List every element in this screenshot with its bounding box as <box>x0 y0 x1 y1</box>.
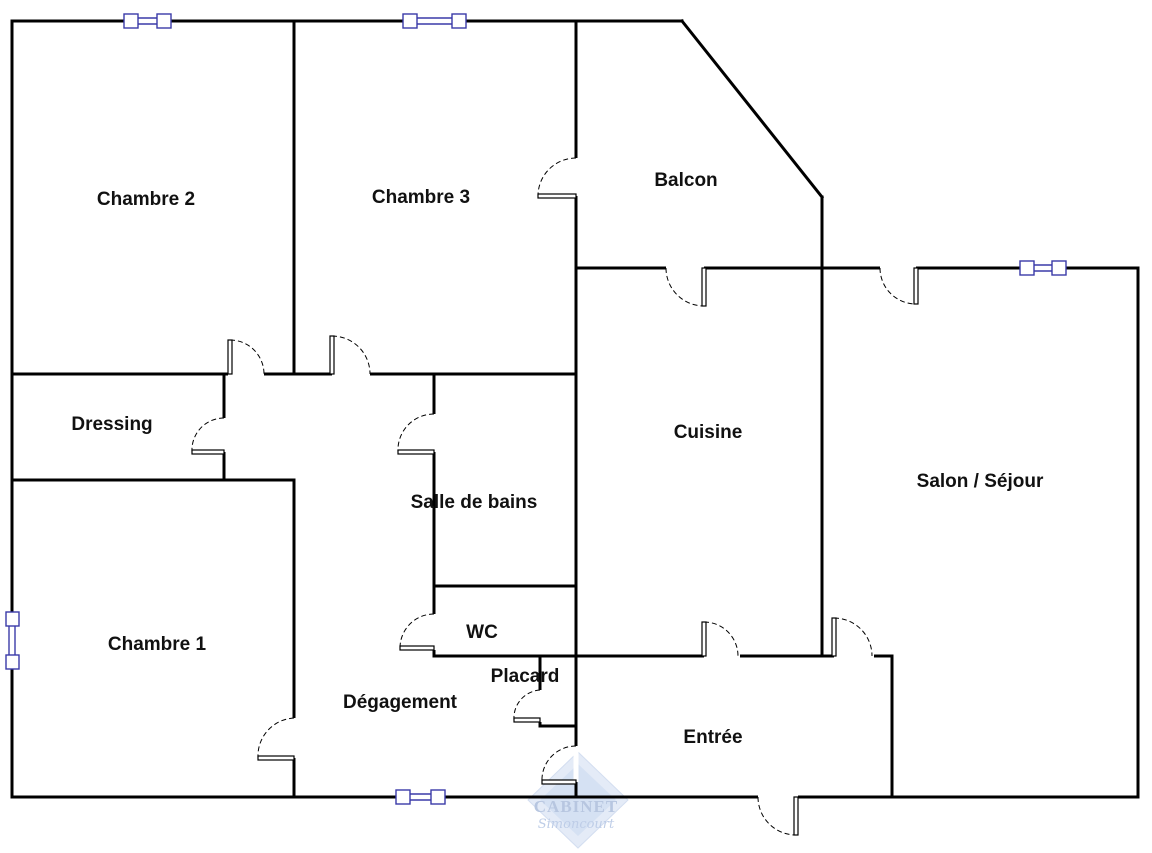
room-label-chambre3: Chambre 3 <box>372 187 470 208</box>
room-label-wc: WC <box>466 622 498 643</box>
watermark-brand: CABINET <box>534 797 618 816</box>
window-chambre3 <box>402 13 467 29</box>
room-label-cuisine: Cuisine <box>674 422 743 443</box>
door-salon <box>831 617 874 659</box>
room-label-placard: Placard <box>491 666 560 687</box>
door-placard <box>513 689 543 723</box>
window-chambre1 <box>5 611 20 670</box>
room-label-entree: Entrée <box>683 727 742 748</box>
room-label-balcon: Balcon <box>654 170 717 191</box>
door-chambre2 <box>227 339 265 377</box>
door-wc <box>399 613 437 651</box>
door-entree-degagement <box>541 745 579 785</box>
room-label-salle-de-bains: Salle de bains <box>411 492 538 513</box>
door-chambre1 <box>257 717 297 761</box>
room-label-chambre1: Chambre 1 <box>108 634 207 655</box>
room-label-chambre2: Chambre 2 <box>97 189 195 210</box>
room-labels: Chambre 2 Chambre 3 Balcon Dressing Sall… <box>71 170 1044 748</box>
door-cuisine <box>701 621 740 659</box>
window-salon <box>1019 260 1067 276</box>
door-salle-de-bains <box>397 413 437 455</box>
door-chambre3 <box>329 335 371 377</box>
door-salon-balcon <box>879 265 919 305</box>
room-label-degagement: Dégagement <box>343 692 458 713</box>
doors <box>191 157 919 836</box>
door-dressing <box>191 417 227 455</box>
walls <box>10 18 1140 799</box>
door-chambre3-balcon <box>537 157 579 199</box>
room-label-dressing: Dressing <box>71 414 152 435</box>
door-front <box>757 794 799 836</box>
window-chambre2 <box>123 13 172 29</box>
watermark-script: Simoncourt <box>538 817 615 832</box>
windows <box>5 13 1067 805</box>
room-label-salon: Salon / Séjour <box>917 471 1044 492</box>
window-degagement <box>395 789 446 805</box>
door-cuisine-balcon <box>665 265 707 307</box>
